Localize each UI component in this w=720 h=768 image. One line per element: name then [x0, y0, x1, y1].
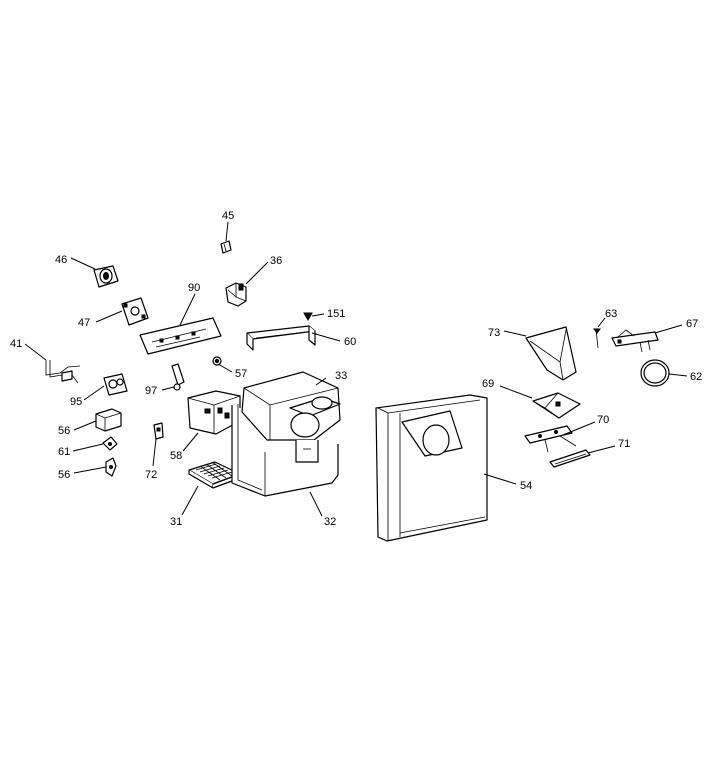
callout-57: 57 — [235, 368, 247, 380]
part-151 — [303, 312, 313, 322]
callout-73: 73 — [488, 327, 500, 339]
part-46 — [93, 265, 119, 288]
callout-151: 151 — [327, 308, 345, 320]
part-72 — [153, 422, 164, 440]
callout-33: 33 — [335, 370, 347, 382]
part-41 — [45, 360, 81, 384]
part-71 — [549, 449, 591, 468]
part-73 — [525, 326, 577, 381]
part-70 — [524, 425, 577, 453]
part-95 — [103, 373, 128, 396]
callout-58: 58 — [170, 450, 182, 462]
callout-36: 36 — [270, 255, 282, 267]
part-62 — [640, 359, 670, 387]
part-67 — [611, 329, 659, 353]
callout-72: 72 — [145, 469, 157, 481]
callout-60: 60 — [344, 336, 356, 348]
callout-71: 71 — [618, 438, 630, 450]
callout-31: 31 — [170, 516, 182, 528]
part-56a — [95, 408, 122, 432]
part-69 — [532, 392, 581, 419]
leader-lines — [24, 221, 688, 517]
callout-69: 69 — [482, 378, 494, 390]
part-36 — [225, 282, 247, 307]
callout-97: 97 — [145, 385, 157, 397]
callout-32: 32 — [324, 516, 336, 528]
callout-45: 45 — [222, 210, 234, 222]
part-54 — [375, 394, 488, 542]
part-60 — [246, 325, 316, 351]
callout-95: 95 — [70, 396, 82, 408]
callout-54: 54 — [520, 480, 532, 492]
callout-90: 90 — [188, 282, 200, 294]
part-45 — [220, 240, 232, 254]
callout-63: 63 — [605, 308, 617, 320]
callout-56b: 56 — [58, 469, 70, 481]
callout-47: 47 — [78, 317, 90, 329]
part-57 — [212, 356, 222, 366]
callout-46: 46 — [55, 254, 67, 266]
part-33 — [241, 371, 341, 463]
part-61 — [102, 436, 118, 451]
callout-41: 41 — [10, 338, 22, 350]
callout-70: 70 — [597, 414, 609, 426]
callout-labels: 45 36 46 90 151 47 60 41 57 33 97 95 56 … — [10, 210, 702, 528]
callout-67: 67 — [686, 318, 698, 330]
callout-61: 61 — [58, 446, 70, 458]
part-56b — [105, 457, 117, 477]
part-58 — [187, 390, 241, 435]
part-47 — [121, 297, 149, 326]
part-90 — [139, 317, 222, 355]
callout-56a: 56 — [58, 425, 70, 437]
part-63 — [593, 328, 601, 349]
part-97 — [171, 363, 185, 391]
callout-62: 62 — [690, 371, 702, 383]
